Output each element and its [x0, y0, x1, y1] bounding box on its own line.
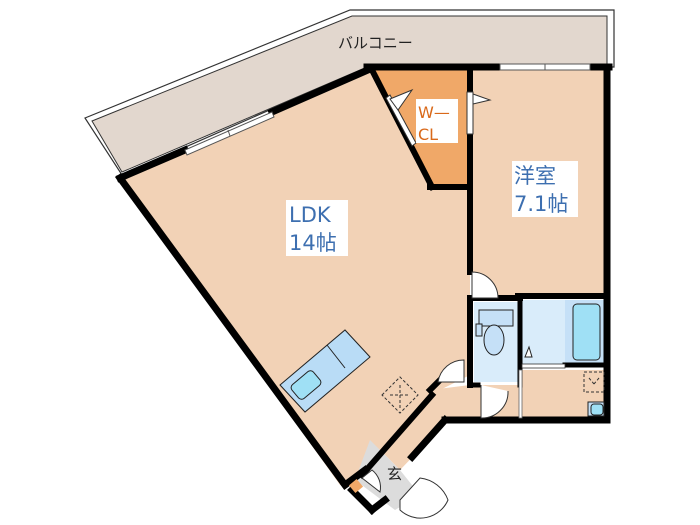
western-room-size-label: 7.1帖: [514, 192, 568, 216]
washbasin: [587, 401, 605, 417]
bath-door-marker: [524, 345, 533, 358]
washing-machine-space: [583, 371, 605, 393]
entrance-floor: [355, 440, 420, 510]
toilet: [475, 309, 514, 356]
kitchen-counter: [279, 329, 371, 413]
ldk-door: [437, 359, 465, 383]
wcl-label: W—: [418, 103, 450, 122]
bathtub: [572, 303, 601, 361]
ldk-size-label: 14帖: [289, 231, 337, 255]
ldk-label: LDK: [289, 203, 332, 227]
wcl-label-2: CL: [418, 125, 438, 144]
toilet-door: [480, 385, 509, 419]
balcony-label: バルコニー: [338, 34, 413, 52]
entrance-front-door: [399, 477, 449, 519]
western-room-label: 洋室: [514, 164, 556, 188]
windows: [184, 63, 591, 156]
closet-doors: [385, 88, 492, 147]
entrance-inner-door: [361, 469, 381, 493]
ldk-floor: [122, 70, 470, 485]
refrigerator-space: [381, 376, 419, 414]
shoe-box: [348, 478, 364, 494]
western-room-door: [471, 271, 499, 299]
washroom-door: [518, 369, 523, 419]
entrance-label: 玄: [387, 465, 402, 483]
